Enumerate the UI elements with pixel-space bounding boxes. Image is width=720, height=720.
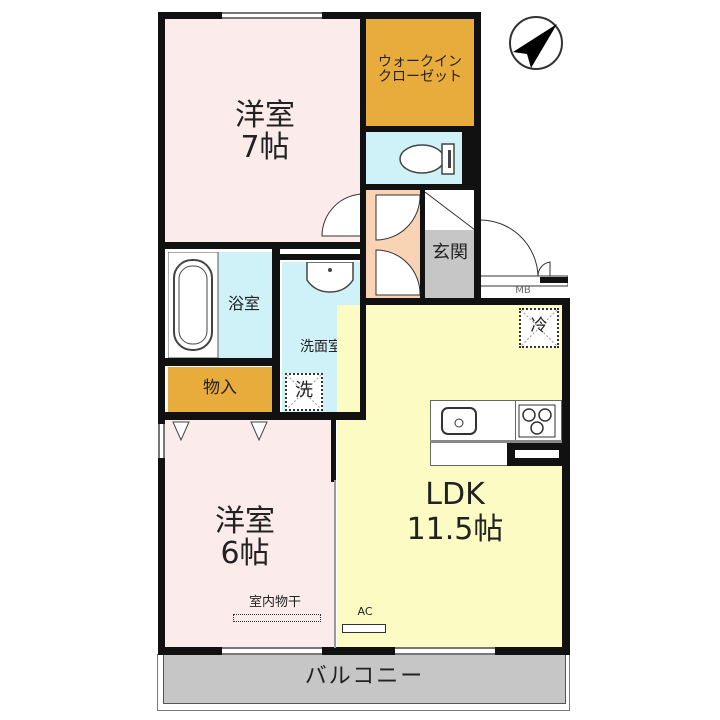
wall-mid-horizontal <box>158 412 366 420</box>
room-western-6-label: 洋室 6帖 <box>215 504 275 571</box>
ldk-label: LDK 11.5帖 <box>406 477 504 547</box>
wall-right-upper <box>474 12 481 305</box>
window-room6-balcony <box>222 647 322 655</box>
washer-cross-icon <box>287 375 321 409</box>
shoe-closet-icon <box>425 190 475 231</box>
room-western-7-label: 洋室 7帖 <box>235 98 295 165</box>
wash-basin-icon <box>306 262 354 293</box>
wall-room6-right <box>331 412 336 482</box>
fridge-label: 冷 <box>530 316 548 336</box>
room-western-7 <box>165 18 363 244</box>
balcony-rail <box>157 654 570 711</box>
window-room7-top <box>222 12 322 19</box>
entrance-label: 玄関 <box>432 242 468 263</box>
wall-bath-right <box>272 249 280 419</box>
wall-wash-top <box>280 254 360 260</box>
room-ldk <box>337 305 562 648</box>
storage-label: 物入 <box>203 378 237 398</box>
ac-label: AC <box>357 605 373 618</box>
indoor-drying-rail <box>233 614 321 622</box>
room-entrance <box>425 230 475 298</box>
wall-entrance-left <box>420 190 425 300</box>
walk-in-closet-label: ウォークイン クローゼット <box>378 54 462 85</box>
exterior-wall-stub <box>540 277 568 283</box>
kitchen-shelf <box>515 450 559 458</box>
stove-divider <box>515 400 516 440</box>
wall-toilet-bottom <box>360 184 480 190</box>
indoor-drying-label: 室内物干 <box>248 595 301 610</box>
washer-label: 洗 <box>295 380 313 401</box>
wall-toilet-right <box>462 132 474 188</box>
bathroom-label: 浴室 <box>227 294 260 313</box>
meter-box-label: MB <box>515 285 531 296</box>
room-walk-in-closet <box>366 18 474 126</box>
gas-stove-icon <box>518 404 556 438</box>
kitchen-sink-icon <box>441 407 477 435</box>
toilet-icon <box>399 143 455 175</box>
closet-door-markers-icon <box>172 421 268 442</box>
air-conditioner-unit <box>342 624 386 633</box>
window-room6-left <box>158 424 165 458</box>
wall-room7-bottom <box>158 242 366 249</box>
balcony-label: バルコニー <box>304 664 425 689</box>
washer-space: 洗 <box>285 373 323 411</box>
room-storage <box>168 367 272 412</box>
wall-bath-bottom <box>158 358 278 366</box>
wall-closet-bottom <box>360 126 480 132</box>
wall-washroom-right <box>360 249 366 419</box>
window-ldk-balcony <box>395 647 495 655</box>
wall-ldk-top <box>360 298 570 305</box>
bathtub-icon <box>168 252 219 358</box>
fridge-cross-icon <box>521 310 557 346</box>
wall-right-lower <box>562 298 570 655</box>
compass-north-arrow-icon <box>509 16 563 70</box>
counter-divider <box>430 440 562 443</box>
hallway-doors-icon <box>375 194 421 296</box>
room-door-swing-icon <box>321 193 365 237</box>
sliding-partition <box>334 480 336 648</box>
wall-left <box>158 12 165 654</box>
room-western-6 <box>165 420 335 648</box>
fridge-space: 冷 <box>519 308 559 348</box>
washroom-label: 洗面室 <box>300 339 342 355</box>
wall-bottom <box>158 647 570 655</box>
